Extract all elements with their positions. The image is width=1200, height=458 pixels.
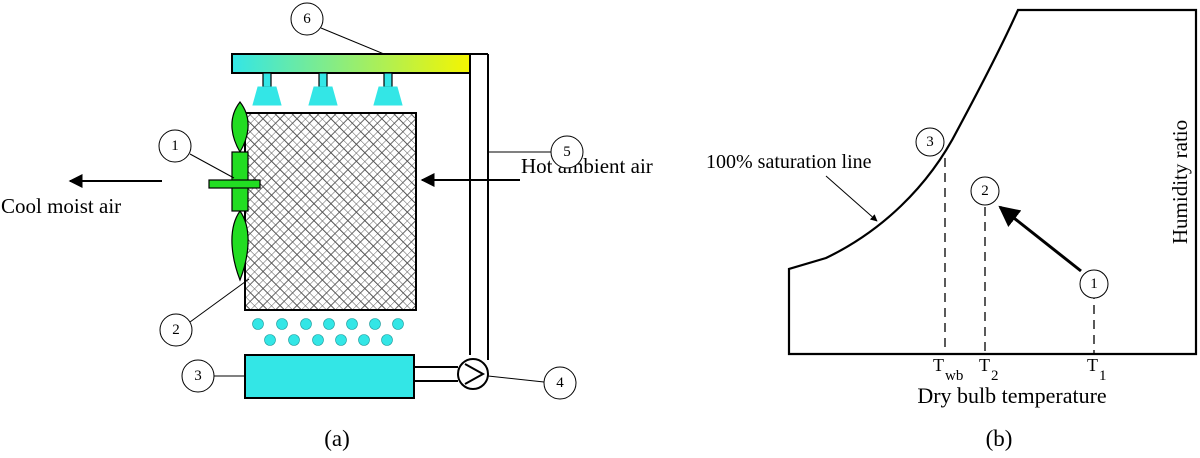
tank-to-pump-pipe <box>414 366 458 382</box>
svg-text:2: 2 <box>991 368 999 384</box>
callout-header: 6 <box>290 2 385 55</box>
tick-label-twb: T wb <box>933 355 963 384</box>
water-distribution-header <box>231 53 471 74</box>
spray-nozzles <box>252 72 403 106</box>
spray-nozzle <box>252 72 282 106</box>
callout-pipe: 5 <box>488 135 584 169</box>
water-pump <box>457 358 489 390</box>
hot-ambient-air-label: Hot ambient air <box>521 154 653 178</box>
svg-text:2: 2 <box>172 322 180 338</box>
panel-a: Cool moist air Hot ambient air 1 2 3 4 5 <box>1 2 653 451</box>
panel-b: 100% saturation line 3 2 1 T wb T 2 <box>706 8 1198 451</box>
water-droplets <box>252 318 404 346</box>
spray-nozzle <box>308 72 338 106</box>
cooling-pad <box>244 112 417 311</box>
svg-text:3: 3 <box>926 134 934 150</box>
svg-text:1: 1 <box>1099 368 1107 384</box>
svg-text:2: 2 <box>981 183 989 199</box>
saturation-leader-line <box>825 175 878 222</box>
callout-pad: 2 <box>159 278 250 347</box>
saturation-region-outline <box>787 8 1198 356</box>
x-axis-label: Dry bulb temperature <box>917 383 1106 408</box>
vertical-water-pipe <box>469 53 489 360</box>
svg-text:wb: wb <box>945 368 963 384</box>
tick-label-t2: T 2 <box>979 355 999 384</box>
panel-b-caption: (b) <box>986 426 1013 451</box>
callout-fan: 1 <box>158 129 235 179</box>
saturation-line-label: 100% saturation line <box>706 151 872 173</box>
spray-nozzle <box>373 72 403 106</box>
callout-pump: 4 <box>487 366 577 400</box>
panel-a-caption: (a) <box>324 426 350 451</box>
svg-text:4: 4 <box>556 375 564 391</box>
fan <box>208 101 261 282</box>
svg-text:6: 6 <box>303 11 311 27</box>
svg-text:1: 1 <box>1090 276 1098 292</box>
svg-text:T: T <box>979 355 990 375</box>
callout-tank: 3 <box>181 359 245 393</box>
water-tank <box>244 354 415 399</box>
svg-text:T: T <box>933 355 944 375</box>
svg-text:T: T <box>1087 355 1098 375</box>
svg-text:5: 5 <box>563 144 571 160</box>
state-point-2: 2 <box>970 176 1000 206</box>
process-arrow <box>998 205 1082 273</box>
svg-text:1: 1 <box>171 138 179 154</box>
state-point-1: 1 <box>1079 269 1109 299</box>
y-axis-label: Humidity ratio <box>1168 120 1192 244</box>
state-point-3: 3 <box>915 127 945 157</box>
cool-moist-air-label: Cool moist air <box>1 194 121 218</box>
tick-label-t1: T 1 <box>1087 355 1107 384</box>
svg-text:3: 3 <box>194 368 202 384</box>
